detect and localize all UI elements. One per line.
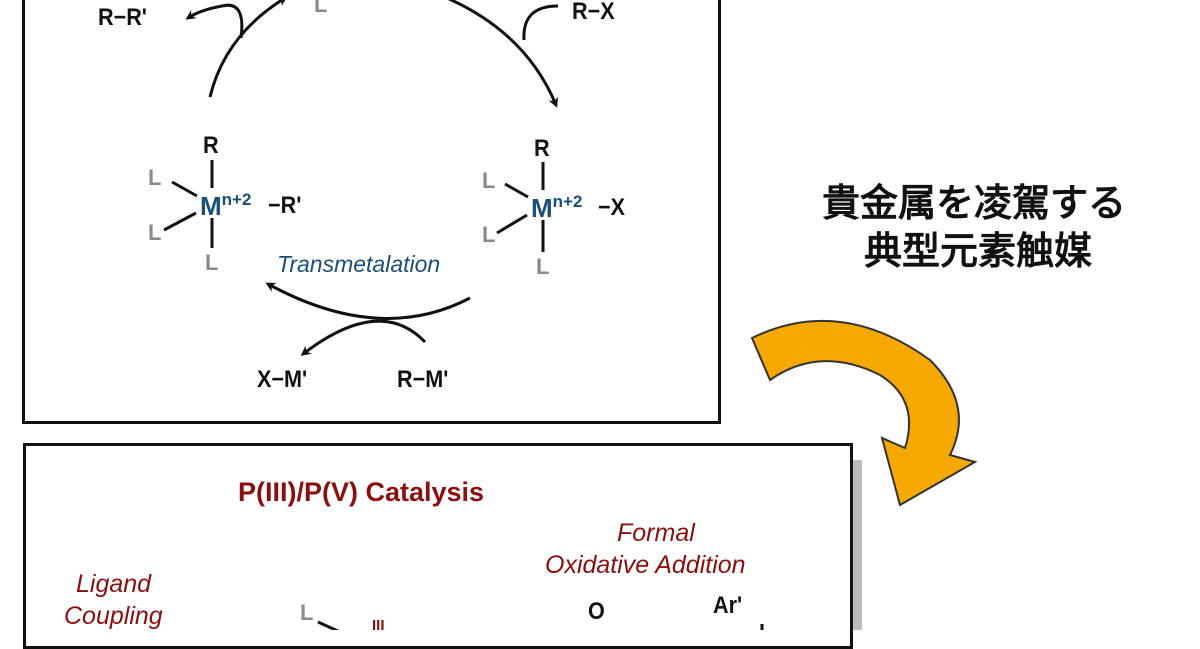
- phosphorus-oxidation: III: [372, 617, 385, 634]
- orange-curved-arrow: [750, 319, 978, 507]
- headline-line2: 典型元素触媒: [864, 229, 1093, 273]
- right-complex-x: −X: [598, 194, 626, 221]
- bottom-bonds: [317, 620, 764, 630]
- right-complex-metal: Mn+2: [531, 192, 582, 224]
- ligand-coupling-line2: Coupling: [64, 602, 163, 630]
- oxidation-state: n+2: [552, 192, 583, 211]
- ligand-label: L: [148, 165, 162, 190]
- addition-branch-arrow: [522, 4, 559, 41]
- cycle-arrow-bottom: [265, 282, 471, 320]
- metal-symbol: M: [531, 193, 553, 223]
- oxidation-state: n+2: [221, 190, 252, 209]
- arrows-layer: [163, 0, 978, 630]
- ligand-label: L: [148, 220, 162, 245]
- left-complex-metal: Mn+2: [200, 190, 251, 222]
- ligand-label: L: [482, 222, 496, 247]
- metal-symbol: M: [200, 191, 222, 221]
- ligand-label: L: [300, 600, 314, 625]
- top-cycle-panel: [22, 0, 721, 424]
- left-complex-bonds: [163, 160, 214, 248]
- right-complex-bonds: [496, 162, 545, 252]
- oxidative-addition-line1: Formal: [617, 519, 695, 547]
- byproduct-label: X−M': [257, 366, 308, 393]
- ligand-label: L: [482, 168, 496, 193]
- elimination-branch-arrow: [185, 3, 244, 39]
- panel-shadow: [850, 460, 862, 630]
- ligand-label: L: [314, 0, 328, 17]
- oxidative-addition-line2: Oxidative Addition: [545, 551, 746, 579]
- ligand-label: L: [536, 254, 550, 279]
- panel-title: P(III)/P(V) Catalysis: [238, 477, 485, 507]
- right-complex-r: R: [534, 135, 550, 162]
- cycle-arrow-left: [208, 0, 288, 98]
- transmetalation-label: Transmetalation: [277, 251, 441, 277]
- ligand-label: L: [205, 250, 219, 275]
- transmetalation-branch-arrow: [300, 319, 427, 356]
- cycle-arrow-right: [447, 0, 558, 108]
- aryl-label: Ar': [713, 592, 743, 619]
- oxygen-label: O: [588, 598, 605, 625]
- left-complex-r: R: [203, 132, 219, 159]
- reagent-label: R−M': [397, 366, 449, 393]
- ligand-coupling-line1: Ligand: [76, 570, 152, 598]
- left-complex-r-prime: −R': [268, 192, 302, 219]
- substrate-label: R−X: [572, 0, 615, 25]
- product-label: R−R': [98, 4, 147, 31]
- headline-line1: 貴金属を凌駕する: [822, 181, 1127, 225]
